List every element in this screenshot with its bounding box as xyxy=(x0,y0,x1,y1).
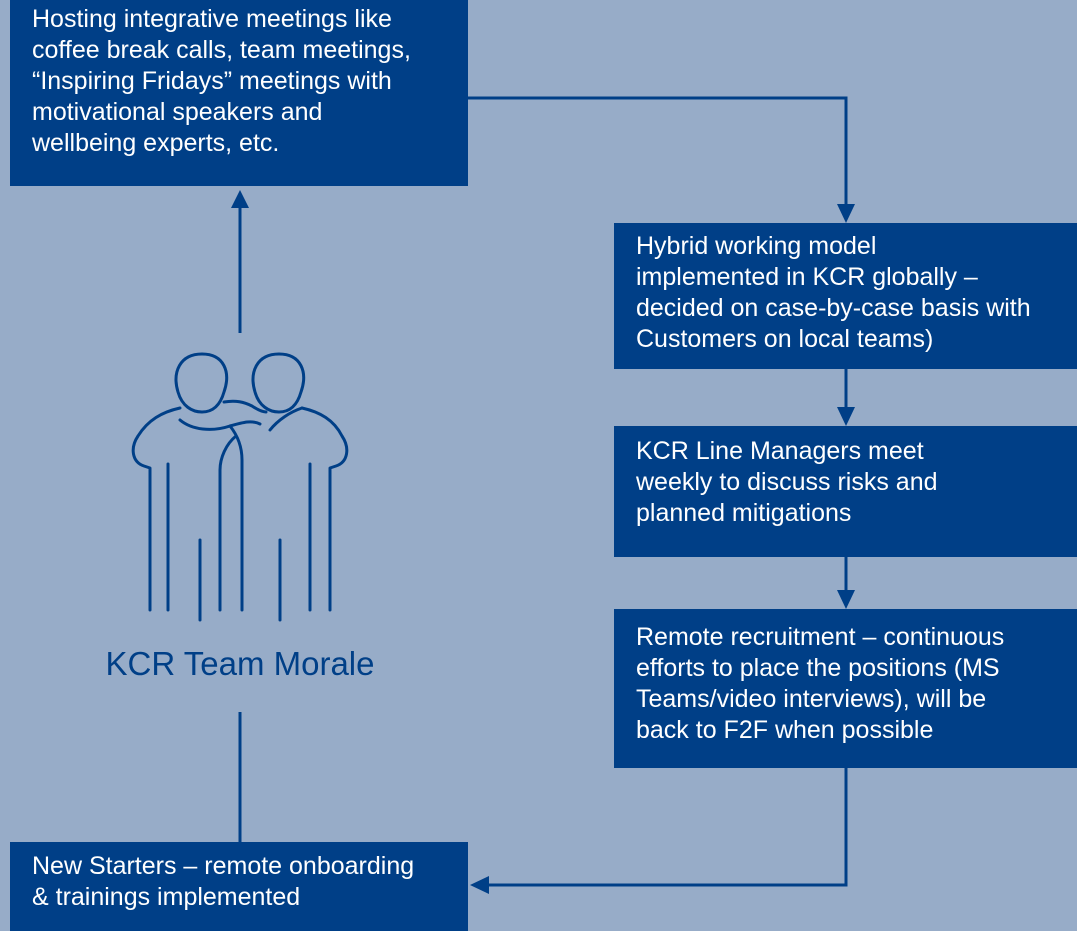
remote-recruitment-box: Remote recruitment – continuous efforts … xyxy=(614,609,1077,768)
new-starters-box: New Starters – remote onboarding & train… xyxy=(10,842,468,931)
arrowhead-into-starters xyxy=(470,876,489,894)
team-morale-people-icon xyxy=(131,352,349,622)
hybrid-working-model-box: Hybrid working model implemented in KCR … xyxy=(614,223,1077,369)
integrative-meetings-box: Hosting integrative meetings like coffee… xyxy=(10,0,468,186)
arrowhead-into-meetings xyxy=(231,190,249,208)
connector-meetings-to-hybrid xyxy=(468,96,848,206)
arrowhead-into-recruitment xyxy=(837,590,855,609)
line-managers-meeting-box: KCR Line Managers meet weekly to discuss… xyxy=(614,426,1077,557)
arrowhead-into-managers xyxy=(837,407,855,426)
diagram-center-title: KCR Team Morale xyxy=(105,645,375,682)
arrowhead-into-hybrid xyxy=(837,204,855,223)
connector-recruitment-to-starters xyxy=(486,768,848,887)
